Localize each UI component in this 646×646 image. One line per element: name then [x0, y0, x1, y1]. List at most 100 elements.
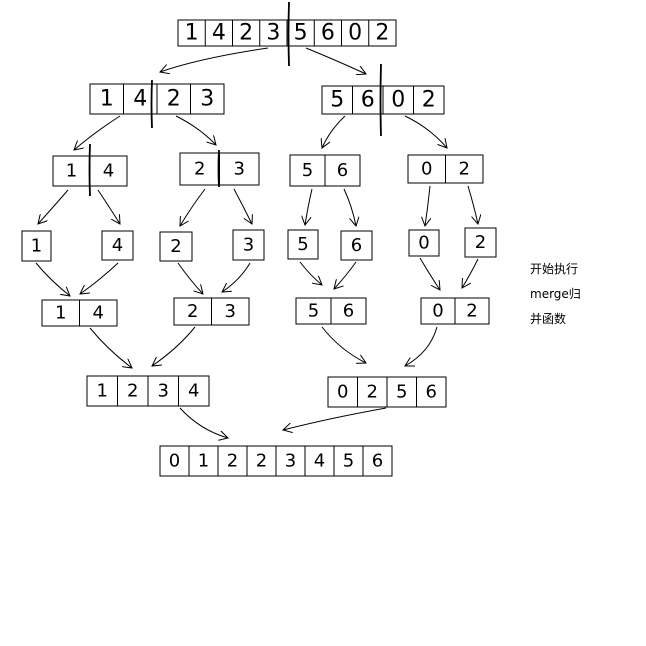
flow-arrow — [404, 115, 447, 148]
array-box — [21, 230, 52, 262]
array-cell-value: 3 — [234, 159, 245, 180]
array-cell-value: 1 — [66, 161, 77, 182]
array-cell-value: 2 — [187, 301, 198, 322]
array-cell-value: 6 — [321, 21, 335, 46]
array-cell-value: 3 — [158, 381, 169, 402]
array-box — [159, 231, 193, 262]
array-node-a2b: 2 — [464, 227, 497, 258]
array-cell-value: 0 — [348, 21, 362, 46]
array-cell-value: 0 — [391, 88, 405, 113]
split-marker — [287, 1, 290, 67]
array-cell-value: 3 — [266, 21, 280, 46]
array-cell-value: 3 — [243, 235, 254, 256]
array-cell-value: 2 — [375, 21, 389, 46]
array-cell-value: 6 — [361, 88, 375, 113]
array-box — [101, 230, 134, 261]
array-cell-value: 1 — [198, 451, 209, 472]
array-box — [232, 229, 265, 261]
array-cell-value: 6 — [426, 382, 437, 403]
array-cell-value: 5 — [302, 160, 313, 181]
array-cell-value: 2 — [466, 301, 477, 322]
split-marker — [379, 63, 382, 137]
flow-arrow — [222, 262, 251, 292]
flow-arrow — [233, 188, 252, 224]
array-cell-value: 6 — [343, 301, 354, 322]
flow-arrow — [321, 326, 366, 363]
array-cell-value: 2 — [422, 88, 436, 113]
split-marker — [217, 149, 220, 188]
array-cell-value: 5 — [343, 451, 354, 472]
flow-arrow — [334, 261, 357, 289]
array-cell-value: 2 — [194, 159, 205, 180]
note-line: merge归 — [530, 287, 581, 301]
flow-arrow — [419, 257, 440, 290]
array-cell-value: 5 — [294, 21, 308, 46]
flow-arrow — [462, 258, 479, 288]
flow-arrow — [74, 115, 121, 150]
arrow-layer — [35, 47, 479, 438]
array-node-a0: 0 — [408, 229, 440, 257]
array-cell-value: 6 — [337, 160, 348, 181]
array-cell-value: 0 — [337, 382, 348, 403]
flow-arrow — [160, 47, 269, 72]
flow-arrow — [179, 407, 228, 438]
array-box — [408, 229, 440, 257]
flow-arrow — [425, 185, 430, 226]
array-cell-value: 4 — [188, 381, 199, 402]
array-cell-value: 2 — [459, 159, 470, 180]
note: 开始执行 merge归 并函数 — [530, 262, 581, 326]
flow-arrow — [97, 189, 120, 224]
flow-arrow — [152, 326, 196, 366]
array-cell-value: 1 — [31, 236, 42, 257]
array-cell-value: 2 — [367, 382, 378, 403]
flow-arrow — [180, 188, 206, 226]
array-cell-value: 6 — [351, 235, 362, 256]
array-cell-value: 2 — [239, 21, 253, 46]
array-cell-value: 3 — [200, 87, 214, 112]
array-cell-value: 1 — [97, 381, 108, 402]
array-cell-value: 5 — [396, 382, 407, 403]
flow-arrow — [35, 262, 70, 296]
split-marker — [150, 79, 153, 129]
array-cell-value: 2 — [475, 232, 486, 253]
array-cell-value: 3 — [285, 451, 296, 472]
array-cell-value: 1 — [100, 87, 114, 112]
array-cell-value: 4 — [212, 21, 226, 46]
flow-arrow — [283, 407, 387, 430]
array-node-a6: 6 — [340, 230, 373, 261]
array-cell-value: 6 — [372, 451, 383, 472]
array-cell-value: 2 — [127, 381, 138, 402]
flow-arrow — [405, 326, 438, 366]
array-cell-value: 0 — [169, 451, 180, 472]
array-node-a5: 5 — [287, 229, 319, 260]
array-cell-value: 5 — [330, 88, 344, 113]
flow-arrow — [299, 261, 322, 285]
array-cell-value: 0 — [418, 233, 429, 254]
array-cell-value: 1 — [185, 21, 199, 46]
array-cell-value: 0 — [432, 301, 443, 322]
flow-arrow — [175, 115, 216, 145]
array-node-a2: 2 — [159, 231, 193, 262]
array-box — [340, 230, 373, 261]
array-cell-value: 2 — [167, 87, 181, 112]
array-box — [464, 227, 497, 258]
array-cell-value: 2 — [227, 451, 238, 472]
array-cell-value: 2 — [170, 236, 181, 257]
array-cell-value: 4 — [133, 87, 147, 112]
array-node-a4: 4 — [101, 230, 134, 261]
split-marker — [88, 143, 91, 197]
flow-arrow — [305, 47, 366, 74]
array-cell-value: 4 — [112, 235, 123, 256]
